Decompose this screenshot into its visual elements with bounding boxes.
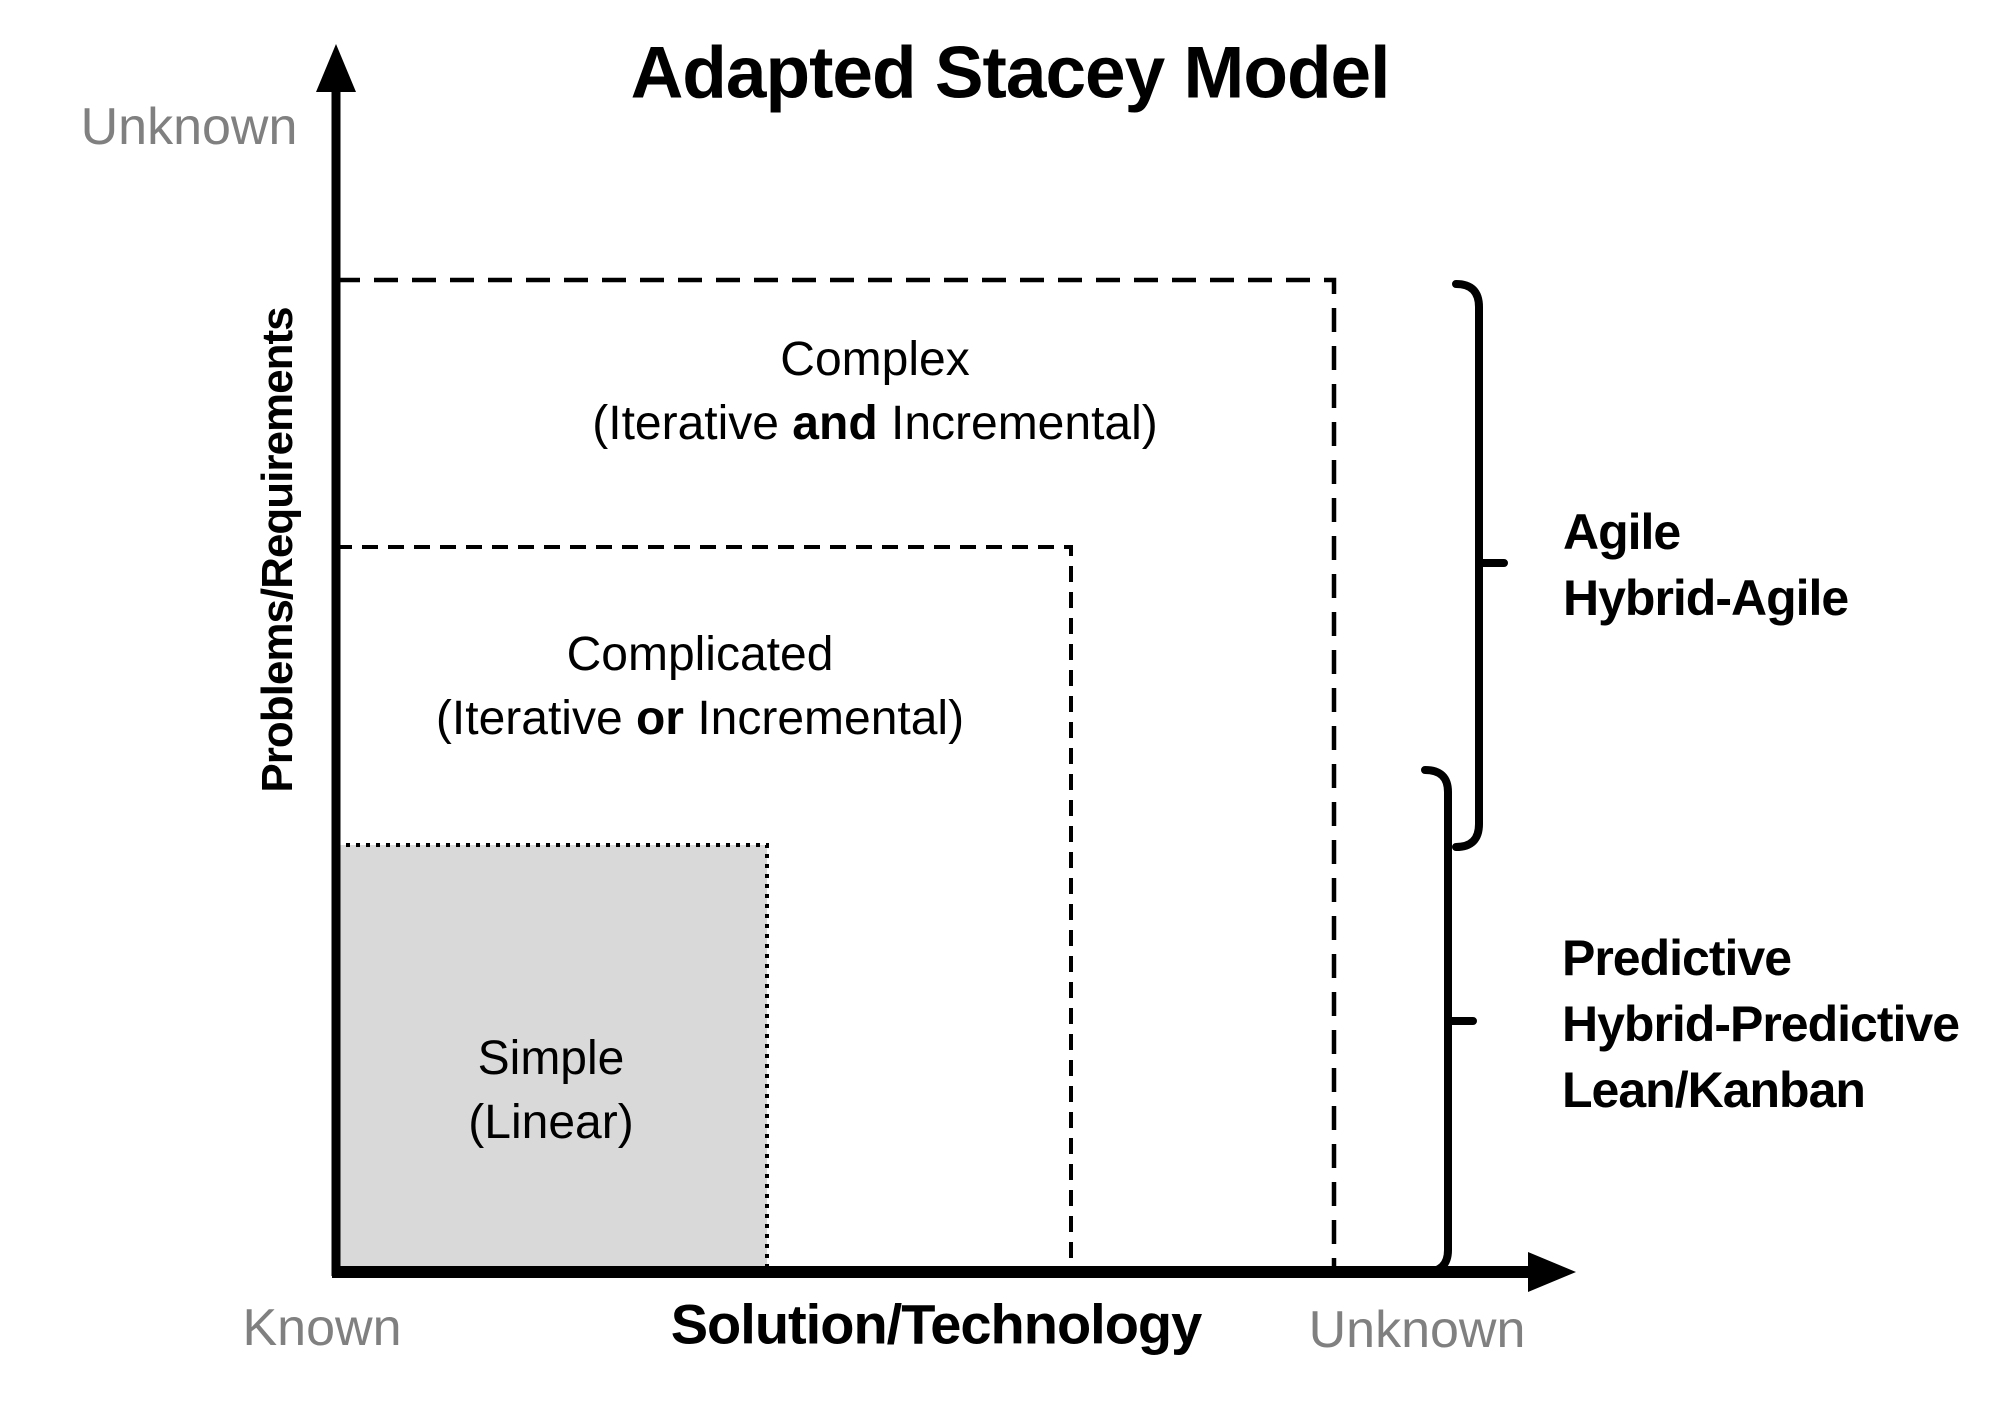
x-axis-title: Solution/Technology <box>670 1292 1203 1356</box>
x-axis-unknown-label: Unknown <box>1308 1301 1526 1359</box>
simple-region-subtitle: (Linear) <box>468 1096 634 1149</box>
complex-region-border <box>336 277 1337 1272</box>
simple-region-label: Simple (Linear) <box>468 1027 633 1155</box>
predictive-line: Predictive <box>1562 930 1792 986</box>
x-axis-arrowhead-icon <box>1528 1252 1576 1292</box>
hybrid-predictive-line: Hybrid-Predictive <box>1562 996 1960 1052</box>
predictive-group-label: Predictive Hybrid-Predictive Lean/Kanban <box>1562 925 1960 1123</box>
hybrid-agile-line: Hybrid-Agile <box>1563 570 1849 626</box>
complicated-region-border <box>336 545 1073 1272</box>
complex-region-label: Complex (Iterative and Incremental) <box>592 328 1158 456</box>
complicated-bold-keyword: or <box>635 692 684 745</box>
complicated-region-name: Complicated <box>566 628 834 681</box>
complicated-region-label: Complicated (Iterative or Incremental) <box>436 623 964 751</box>
simple-region-box <box>334 843 769 1274</box>
complex-region-subtitle: (Iterative and Incremental) <box>592 397 1158 450</box>
lean-kanban-line: Lean/Kanban <box>1562 1062 1866 1118</box>
complicated-region-subtitle: (Iterative or Incremental) <box>435 692 965 745</box>
predictive-bracket-icon <box>1421 766 1477 1276</box>
simple-region-name: Simple <box>477 1032 625 1085</box>
y-axis-arrowhead-icon <box>316 44 356 92</box>
agile-line: Agile <box>1563 504 1681 560</box>
page-title: Adapted Stacey Model <box>630 32 1391 114</box>
x-axis-known-label: Known <box>242 1299 402 1357</box>
agile-bracket-icon <box>1452 280 1508 851</box>
complex-region-name: Complex <box>780 333 970 386</box>
y-axis-title: Problems/Requirements <box>253 307 302 793</box>
agile-group-label: Agile Hybrid-Agile <box>1563 499 1849 631</box>
complex-bold-keyword: and <box>792 397 878 450</box>
y-axis-unknown-label: Unknown <box>80 98 298 156</box>
